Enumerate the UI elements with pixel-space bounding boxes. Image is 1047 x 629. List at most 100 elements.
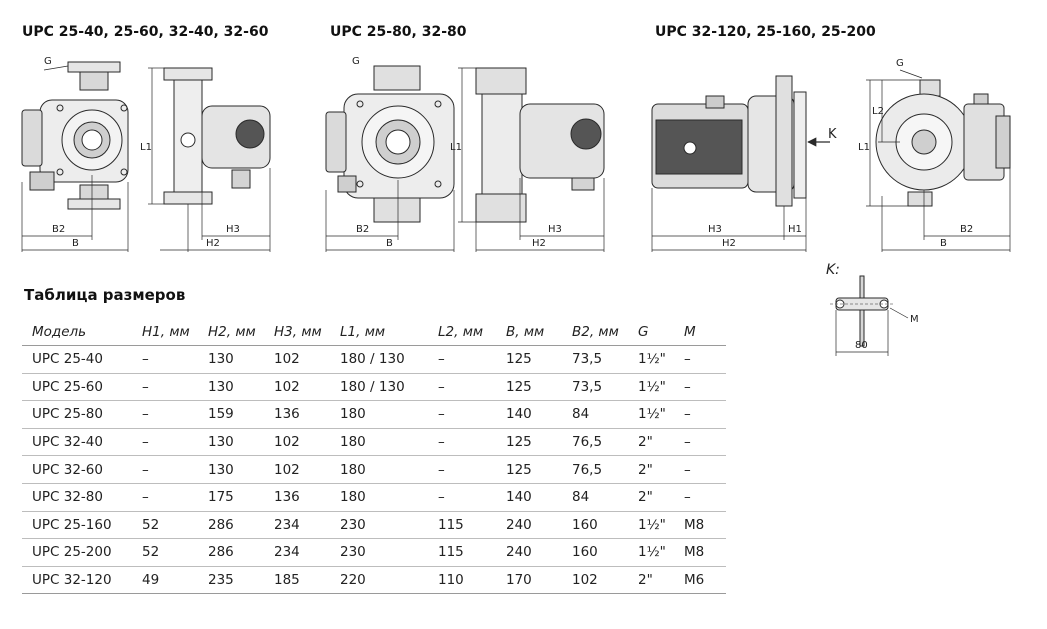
detail-k-width: 80 — [855, 340, 868, 351]
cell-model: UPC 32-60 — [22, 455, 132, 484]
cell-h2: 130 — [198, 455, 264, 484]
cell-b2: 84 — [562, 400, 628, 429]
dim-label-k-arrow: K — [828, 127, 837, 142]
dim-label-b-2: B — [386, 238, 393, 249]
cell-g: 1½" — [628, 345, 674, 374]
column-header-b: B, мм — [496, 318, 562, 346]
cell-l1: 180 / 130 — [330, 345, 428, 374]
cell-model: UPC 25-200 — [22, 538, 132, 567]
cell-m: M8 — [674, 511, 726, 540]
cell-h3: 136 — [264, 483, 330, 512]
cell-g: 2" — [628, 566, 674, 595]
dim-label-b2-2: B2 — [356, 224, 369, 235]
cell-m: – — [674, 455, 726, 484]
cell-h3: 102 — [264, 455, 330, 484]
cell-l2: – — [428, 400, 496, 429]
cell-h3: 102 — [264, 373, 330, 402]
cell-b2: 76,5 — [562, 455, 628, 484]
cell-model: UPC 32-40 — [22, 428, 132, 457]
dim-label-h3-3: H3 — [708, 224, 722, 235]
cell-h2: 130 — [198, 345, 264, 374]
cell-l1: 230 — [330, 538, 428, 567]
cell-l1: 220 — [330, 566, 428, 595]
cell-l1: 180 — [330, 400, 428, 429]
cell-b: 125 — [496, 345, 562, 374]
cell-g: 1½" — [628, 373, 674, 402]
column-header-h1: H1, мм — [132, 318, 198, 346]
cell-m: – — [674, 428, 726, 457]
dimension-lines-front-2 — [325, 180, 455, 252]
cell-m: – — [674, 400, 726, 429]
column-header-h3: H3, мм — [264, 318, 330, 346]
cell-l1: 230 — [330, 511, 428, 540]
dim-label-h2-3: H2 — [722, 238, 736, 249]
dim-label-b2-3: B2 — [960, 224, 973, 235]
dim-label-g-1: G — [44, 56, 52, 67]
pump-side-view-small — [163, 67, 271, 205]
detail-k-thread: M — [910, 314, 919, 325]
cell-l2: 115 — [428, 538, 496, 567]
cell-model: UPC 25-160 — [22, 511, 132, 540]
cell-l1: 180 — [330, 428, 428, 457]
dim-label-h3-1: H3 — [226, 224, 240, 235]
column-header-l1: L1, мм — [330, 318, 428, 346]
cell-model: UPC 25-40 — [22, 345, 132, 374]
cell-h2: 235 — [198, 566, 264, 595]
dimension-lines-front-1 — [21, 175, 129, 252]
dim-label-l1-3: L1 — [858, 142, 870, 153]
dim-label-g-3: G — [896, 58, 904, 69]
cell-b: 140 — [496, 400, 562, 429]
column-header-b2: B2, мм — [562, 318, 628, 346]
pump-front-view-large — [875, 79, 1011, 207]
cell-b2: 160 — [562, 538, 628, 567]
cell-g: 2" — [628, 483, 674, 512]
dim-label-g-2: G — [352, 56, 360, 67]
cell-h1: – — [132, 455, 198, 484]
cell-g: 1½" — [628, 538, 674, 567]
cell-h2: 130 — [198, 373, 264, 402]
cell-g: 1½" — [628, 511, 674, 540]
detail-k-title: K: — [826, 262, 840, 278]
detail-k-flange — [830, 275, 909, 347]
cell-l1: 180 — [330, 483, 428, 512]
cell-b: 125 — [496, 373, 562, 402]
dim-label-b2-1: B2 — [52, 224, 65, 235]
heading-group-1: UPC 25-40, 25-60, 32-40, 32-60 — [22, 24, 269, 40]
cell-g: 2" — [628, 428, 674, 457]
dimension-lines-front-3 — [866, 69, 1011, 252]
cell-model: UPC 25-80 — [22, 400, 132, 429]
pump-side-view-large — [651, 75, 807, 207]
cell-b2: 160 — [562, 511, 628, 540]
dimension-lines-side-1 — [148, 67, 271, 252]
dim-label-l1-1: L1 — [140, 142, 152, 153]
dim-label-l2-3: L2 — [872, 106, 884, 117]
cell-h1: 49 — [132, 566, 198, 595]
dim-label-b-1: B — [72, 238, 79, 249]
cell-b: 170 — [496, 566, 562, 595]
dim-label-b-3: B — [940, 238, 947, 249]
dimension-lines-side-2 — [458, 67, 605, 252]
cell-l2: – — [428, 428, 496, 457]
cell-b2: 76,5 — [562, 428, 628, 457]
pump-side-view-medium — [475, 67, 605, 223]
table-header-row: Модель H1, мм H2, мм H3, мм L1, мм L2, м… — [22, 318, 726, 346]
cell-l2: – — [428, 483, 496, 512]
cell-b2: 73,5 — [562, 345, 628, 374]
cell-l2: – — [428, 345, 496, 374]
cell-h3: 136 — [264, 400, 330, 429]
detail-k-dimension — [835, 310, 889, 356]
cell-l1: 180 — [330, 455, 428, 484]
cell-h1: 52 — [132, 511, 198, 540]
cell-g: 2" — [628, 455, 674, 484]
column-header-m: M — [674, 318, 726, 346]
dim-label-h3-2: H3 — [548, 224, 562, 235]
cell-h1: – — [132, 428, 198, 457]
cell-h1: – — [132, 345, 198, 374]
